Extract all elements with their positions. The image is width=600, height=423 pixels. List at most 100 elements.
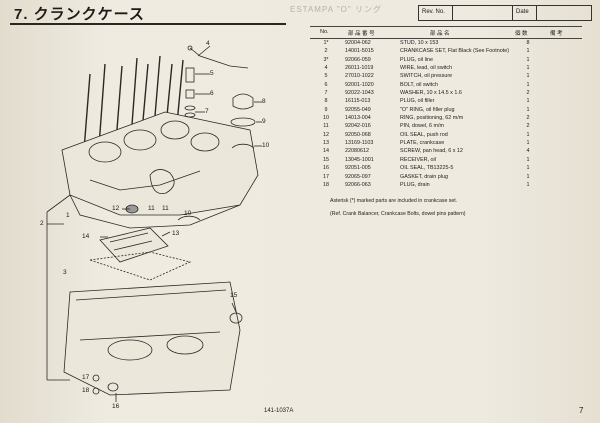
header-qty: 個 数 — [515, 31, 528, 37]
part-number: 26011-1019 — [345, 65, 374, 72]
table-row: 18 92066-063 PLUG, drain 1 — [310, 182, 582, 190]
part-quantity: 8 — [526, 40, 530, 46]
part-description: OIL SEAL, push rod — [400, 131, 448, 138]
part-description: PIN, dowel, 6 m/m — [400, 123, 445, 130]
callout-18: 18 — [82, 387, 90, 394]
part-description: STUD, 10 x 153 — [400, 40, 439, 46]
part-description: SCREW, pan head, 6 x 12 — [400, 148, 463, 155]
part-item-no: 10 — [323, 115, 329, 122]
part-item-no: 7 — [324, 90, 328, 97]
part-quantity: 1 — [526, 81, 530, 88]
part-quantity: 2 — [526, 90, 530, 97]
part-item-no: 11 — [323, 123, 329, 130]
part-number: 92051-005 — [345, 165, 371, 172]
table-row: 13 13169-1103 PLATE, crankcase 1 — [310, 140, 582, 148]
part-number: 13045-1001 — [345, 156, 374, 163]
part-quantity: 1 — [526, 48, 530, 55]
part-number: 92050-068 — [345, 131, 371, 138]
part-description: PLATE, crankcase — [400, 140, 445, 147]
part-number: 92066-059 — [345, 56, 371, 63]
part-item-no: 6 — [324, 81, 328, 88]
callout-15: 15 — [230, 292, 238, 299]
part-description: WIRE, lead, oil switch — [400, 65, 453, 72]
table-row: 12 92050-068 OIL SEAL, push rod 1 — [310, 132, 582, 140]
part-number: 13169-1103 — [345, 140, 374, 147]
part-number: 16115-013 — [345, 98, 371, 105]
part-item-no: 15 — [323, 156, 329, 163]
part-quantity: 1 — [526, 140, 530, 147]
part-item-no: 13 — [323, 140, 329, 147]
footnote-asterisk: Asterisk (*) marked parts are included i… — [330, 198, 458, 204]
callout-6: 6 — [210, 90, 214, 97]
part-number: 92004-062 — [345, 40, 371, 46]
part-description: OIL SEAL, TB13225-5 — [400, 165, 454, 172]
part-item-no: 5 — [324, 73, 328, 80]
part-quantity: 1 — [526, 56, 530, 63]
part-number: 92065-097 — [345, 173, 371, 180]
callout-5: 5 — [210, 70, 214, 77]
lower-crankcase — [63, 281, 241, 396]
part-item-no: 3* — [323, 56, 329, 63]
part-quantity: 1 — [526, 156, 530, 163]
faint-bleed-through-header: ESTAMPA "O" リング — [290, 5, 382, 14]
part-description: SWITCH, oil pressure — [400, 73, 453, 80]
table-row: 4 26011-1019 WIRE, lead, oil switch 1 — [310, 65, 582, 73]
part-item-no: 17 — [323, 173, 329, 180]
page-title: 7. クランクケース — [14, 6, 145, 23]
part-quantity: 1 — [526, 98, 530, 105]
callout-7: 7 — [205, 108, 209, 115]
part-description: GASKET, drain plug — [400, 173, 448, 180]
part-number: 92066-063 — [345, 181, 371, 188]
part-description: PLUG, oil filler — [400, 98, 435, 105]
callout-11-left: 11 — [148, 205, 155, 212]
part-number: 14013-004 — [345, 115, 371, 122]
part-description: BOLT, oil switch — [400, 81, 438, 88]
part-item-no: 16 — [323, 165, 329, 172]
part-number: 27010-1022 — [345, 73, 374, 80]
part-number: 22080612 — [345, 148, 369, 155]
header-no: No. — [320, 29, 329, 35]
header-description: 部 品 名 — [430, 31, 450, 37]
callout-11: 11 — [162, 205, 169, 212]
table-row: 3* 92066-059 PLUG, oil line 1 — [310, 57, 582, 65]
part-description: PLUG, drain — [400, 181, 430, 188]
callout-13: 13 — [172, 230, 180, 237]
callout-10: 10 — [262, 142, 270, 149]
callout-3: 3 — [63, 269, 67, 276]
document-code: 141-1037A — [264, 408, 294, 414]
part-description: PLUG, oil line — [400, 56, 433, 63]
part-item-no: 18 — [323, 181, 329, 188]
table-row: 14 22080612 SCREW, pan head, 6 x 12 4 — [310, 148, 582, 156]
part-quantity: 1 — [526, 65, 530, 72]
upper-crankcase — [61, 111, 259, 216]
callout-12: 12 — [112, 205, 120, 212]
callout-8: 8 — [262, 98, 266, 105]
part-quantity: 1 — [526, 173, 530, 180]
page-number: 7 — [579, 406, 584, 415]
callout-14: 14 — [82, 233, 90, 240]
part-item-no: 9 — [324, 106, 328, 113]
part-number: 92001-1020 — [345, 81, 374, 88]
callout-2: 2 — [40, 220, 44, 227]
part-item-no: 4 — [324, 65, 328, 72]
callout-16: 16 — [112, 403, 120, 410]
table-row: 17 92065-097 GASKET, drain plug 1 — [310, 174, 582, 182]
part-quantity: 4 — [526, 148, 530, 155]
part-quantity: 2 — [526, 123, 530, 130]
part-quantity: 1 — [526, 131, 530, 138]
parts-table-header: No. 部 品 番 号 部 品 名 個 数 備 考 — [310, 26, 582, 39]
part-item-no: 14 — [323, 148, 329, 155]
callout-1: 1 — [66, 212, 70, 219]
title-underline — [10, 23, 286, 25]
part-item-no: 12 — [323, 131, 329, 138]
part-description: RING, positioning, 62 m/m — [400, 115, 464, 122]
part-quantity: 1 — [526, 181, 530, 188]
revision-box: Rev. No. Date — [418, 5, 592, 21]
callout-9: 9 — [262, 118, 266, 125]
